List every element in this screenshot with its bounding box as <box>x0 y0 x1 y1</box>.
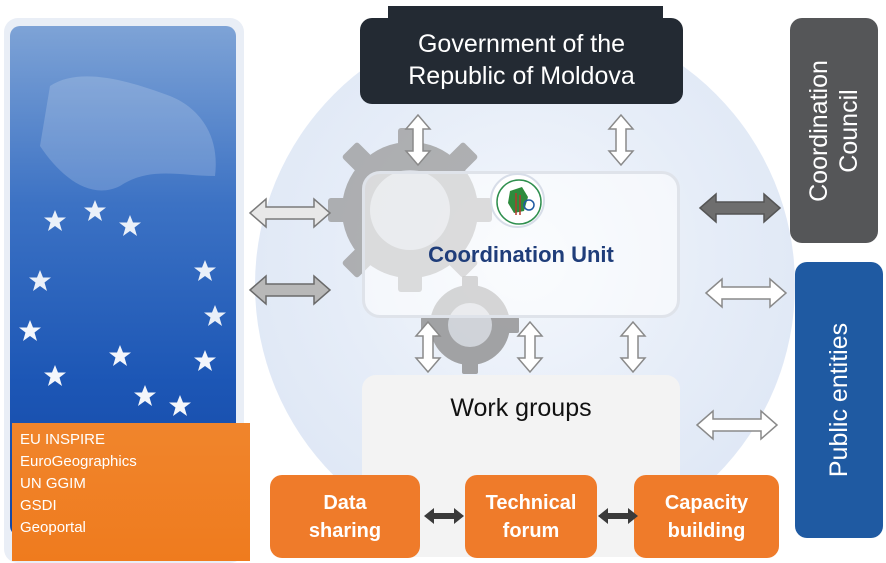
arrow-cu-wg-1 <box>415 321 441 373</box>
government-line-1: Government of the <box>417 30 626 58</box>
arrow-cu-wg-2 <box>517 321 543 373</box>
arrow-eu-cu-bottom <box>249 275 331 305</box>
technical-forum-line-1: Technical <box>485 491 577 514</box>
arrow-eu-cu-top <box>249 198 331 228</box>
arrow-cu-council <box>699 193 781 223</box>
capacity-building-box: Capacity building <box>634 475 779 558</box>
arrow-gov-cu-left <box>405 114 431 166</box>
government-box: Government of the Republic of Moldova <box>360 18 683 104</box>
list-item: EuroGeographics <box>20 453 137 470</box>
list-item: EU INSPIRE <box>20 431 106 448</box>
public-entities-box: Public entities <box>795 262 883 538</box>
list-item: UN GGIM <box>20 475 86 492</box>
work-groups-label: Work groups <box>450 394 592 422</box>
coordination-council-box: Coordination Council <box>790 18 878 243</box>
government-line-2: Republic of Moldova <box>408 62 635 90</box>
arrow-cu-public <box>705 278 787 308</box>
capacity-building-line-1: Capacity <box>664 491 749 514</box>
international-list: EU INSPIRE EuroGeographics UN GGIM GSDI … <box>12 423 250 561</box>
arrow-cu-wg-3 <box>620 321 646 373</box>
arrow-wg-public <box>696 410 778 440</box>
list-item: GSDI <box>20 497 57 514</box>
data-sharing-box: Data sharing <box>270 475 420 558</box>
arrow-tf-cb <box>598 508 638 524</box>
technical-forum-box: Technical forum <box>465 475 597 558</box>
agency-logo-icon <box>496 179 542 225</box>
data-sharing-line-2: sharing <box>308 519 382 542</box>
list-item: Geoportal <box>20 519 86 536</box>
data-sharing-line-1: Data <box>323 491 367 514</box>
eu-stars-icon <box>19 76 226 416</box>
arrow-gov-cu-right <box>608 114 634 166</box>
agency-logo <box>490 173 545 228</box>
capacity-building-line-2: building <box>667 519 746 542</box>
arrow-ds-tf <box>424 508 464 524</box>
technical-forum-line-2: forum <box>502 519 560 542</box>
coordination-unit-label: Coordination Unit <box>428 242 614 267</box>
